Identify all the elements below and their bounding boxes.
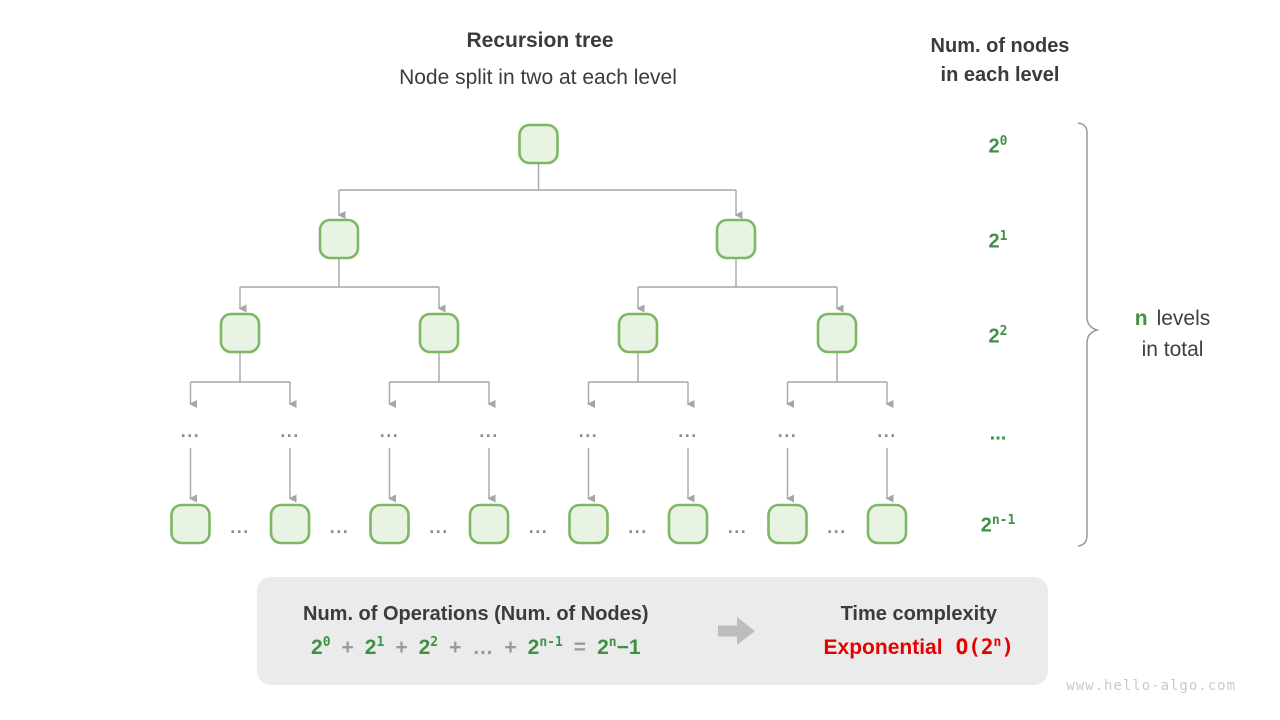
ellipsis-dots: ... [429,517,449,537]
term-base: 2 [597,635,609,659]
summary-box: Num. of Operations (Num. of Nodes) 20 + … [257,577,1048,685]
term-exponent: 0 [322,634,331,650]
formula-equals: = [573,635,587,659]
term-base: 2 [418,635,431,659]
ellipsis-dots: ... [827,517,847,537]
tree-node [866,503,908,545]
level-count-label-1: 21 [953,226,1043,253]
formula-term: 2n−1 [597,635,640,660]
big-o-notation: O(2n) [956,635,1014,659]
tree-node [568,503,609,545]
term-exponent: 2 [430,634,439,650]
operations-column: Num. of Operations (Num. of Nodes) 20 + … [303,603,649,660]
tree-node [667,503,709,545]
formula-term: 2n-1 [528,635,563,660]
tree-nodes [170,123,908,545]
ellipsis-dots: ... [330,517,350,537]
figure-title: Recursion tree [466,29,614,52]
ellipsis-dots: ... [479,421,499,441]
operations-formula: 20 + 21 + 22 + … + 2n-1 = 2n−1 [311,635,641,660]
big-o-base: O(2 [955,634,994,659]
tree-node [816,312,858,354]
tree-node [170,503,211,545]
right-arrow-icon [717,617,755,645]
levels-brace [1077,122,1100,547]
watermark: www.hello-algo.com [1066,678,1236,694]
ellipsis-dots: ... [230,517,250,537]
formula-operator: + [504,635,517,659]
figure-subtitle: Node split in two at each level [399,66,677,89]
term-exponent: n-1 [539,634,563,650]
tree-node [418,312,460,354]
formula-term: 22 [419,635,439,660]
tree-node [767,503,808,545]
level-count-label-3: ... [953,418,1043,445]
levels-column-title: Num. of nodes in each level [905,32,1095,90]
big-o-suffix: ) [1001,634,1014,659]
levels-column-title-line2: in each level [940,64,1060,86]
label-exponent: 0 [999,134,1008,149]
formula-operator: + [449,635,462,659]
ellipsis-dots: ... [877,421,897,441]
label-base: ... [989,422,1007,445]
term-exponent: n [608,634,617,650]
tree-ellipsis-row: ... ... ... ... ... ... ... ... ... ... … [181,421,897,537]
formula-term: 21 [365,635,385,660]
operations-title: Num. of Operations (Num. of Nodes) [303,602,649,625]
tree-node [518,123,559,165]
tree-connector-lines [190,163,887,383]
big-o-exponent: n [993,634,1002,650]
ellipsis-dots: ... [380,421,400,441]
total-levels-line2: in total [1141,338,1204,361]
n-symbol: n [1134,307,1148,330]
term-suffix: −1 [616,635,641,659]
formula-ellipsis: … [472,635,494,659]
ellipsis-dots: ... [181,421,201,441]
formula-operator: + [341,635,354,659]
ellipsis-dots: ... [529,517,549,537]
ellipsis-dots: ... [728,517,748,537]
tree-node [219,312,261,354]
level-count-label-2: 22 [953,321,1043,348]
tree-node [468,503,510,545]
levels-column-title-line1: Num. of nodes [930,35,1070,57]
label-base: 2 [988,230,1000,253]
label-exponent: 2 [999,324,1008,339]
level-count-label-0: 20 [953,131,1043,158]
tree-node [617,312,659,354]
label-base: 2 [980,514,992,537]
label-exponent: n-1 [991,513,1016,528]
label-exponent: 1 [999,229,1008,244]
tree-node [369,503,410,545]
ellipsis-dots: ... [579,421,599,441]
label-base: 2 [988,325,1000,348]
ellipsis-dots: ... [678,421,698,441]
formula-operator: + [395,635,408,659]
complexity-value: Exponential O(2n) [824,635,1014,660]
term-base: 2 [311,635,323,659]
tree-connector-arrows [189,190,894,503]
label-base: 2 [988,135,1000,158]
term-base: 2 [527,635,540,659]
complexity-word: Exponential [823,635,943,659]
tree-node [715,218,757,260]
ellipsis-dots: ... [778,421,798,441]
tree-node [318,218,360,260]
formula-term: 20 [311,635,331,660]
ellipsis-dots: ... [628,517,648,537]
ellipsis-dots: ... [280,421,300,441]
complexity-column: Time complexity Exponential O(2n) [824,603,1014,660]
level-count-label-4: 2n-1 [953,510,1043,537]
term-exponent: 1 [376,634,385,650]
complexity-title: Time complexity [840,602,997,625]
tree-node [269,503,311,545]
term-base: 2 [364,635,377,659]
